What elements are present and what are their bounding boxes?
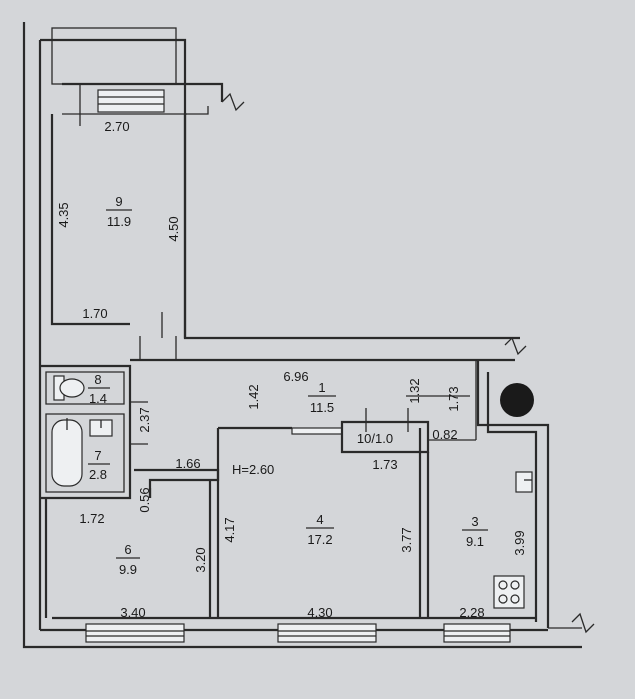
dim-kitchen-right: 3.99 [512, 530, 527, 555]
dim-r4-right: 3.77 [399, 527, 414, 552]
dim-wall-gap: 0.56 [137, 487, 152, 512]
dim-r9-bottom: 1.70 [82, 306, 107, 321]
room-8-number: 8 [94, 372, 101, 387]
room-4-number: 4 [316, 512, 323, 527]
room-1-label: 1 11.5 [308, 380, 336, 415]
dim-kitchen-top: 0.82 [432, 427, 457, 442]
dim-hall-width: 1.42 [246, 384, 261, 409]
dim-hall-right: 1.32 [407, 378, 422, 403]
room-9-label: 9 11.9 [106, 194, 132, 229]
gas-riser-icon [500, 383, 534, 417]
window-room-6 [85, 623, 185, 643]
fixtures [51, 375, 534, 609]
ceiling-height-label: H=2.60 [232, 462, 274, 477]
dim-kitchen-bottom: 2.28 [459, 605, 484, 620]
room-6-label: 6 9.9 [116, 542, 140, 577]
window-room-3 [443, 623, 511, 643]
room-8-label: 8 1.4 [88, 372, 110, 406]
room-7-area: 2.8 [89, 467, 107, 482]
dim-closet-bottom: 1.73 [372, 457, 397, 472]
room-10-label: 10/1.0 [357, 431, 393, 446]
room-6-number: 6 [124, 542, 131, 557]
bathtub-icon [51, 418, 83, 487]
dim-r9-right: 4.50 [166, 216, 181, 241]
dim-hall-far-right: 1.73 [446, 386, 461, 411]
toilet-icon [53, 375, 85, 401]
room-9-number: 9 [115, 194, 122, 209]
dim-hall-length: 6.96 [283, 369, 308, 384]
room-4-label: 4 17.2 [306, 512, 334, 547]
dim-r6-top: 1.72 [79, 511, 104, 526]
dim-r9-left: 4.35 [56, 202, 71, 227]
room-3-area: 9.1 [466, 534, 484, 549]
room-3-label: 3 9.1 [462, 514, 488, 549]
window-room-4 [277, 623, 377, 643]
sink-icon [89, 419, 113, 437]
dim-r9-top: 2.70 [104, 119, 129, 134]
room-1-area: 11.5 [310, 400, 334, 415]
room-6-area: 9.9 [119, 562, 137, 577]
stove-icon [493, 575, 525, 609]
dim-r4-left: 4.17 [222, 517, 237, 542]
room-7-label: 7 2.8 [88, 448, 110, 482]
dim-r4-bottom: 4.30 [307, 605, 332, 620]
dim-r6-right: 3.20 [193, 547, 208, 572]
kitchen-sink-icon [515, 471, 533, 493]
room-9-area: 11.9 [107, 214, 131, 229]
room-labels: 9 11.9 8 1.4 7 2.8 1 11.5 10/1.0 4 17.2 … [88, 194, 488, 577]
windows [85, 623, 511, 643]
dimension-labels: 2.70 4.35 4.50 1.70 6.96 1.42 1.32 1.73 … [56, 119, 527, 620]
dim-bath-height: 2.37 [137, 407, 152, 432]
room-8-area: 1.4 [89, 391, 107, 406]
room-1-number: 1 [318, 380, 325, 395]
room-7-number: 7 [94, 448, 101, 463]
room-4-area: 17.2 [307, 532, 332, 547]
room-3-number: 3 [471, 514, 478, 529]
dim-corridor: 1.66 [175, 456, 200, 471]
dim-r6-bottom: 3.40 [120, 605, 145, 620]
partitions [40, 360, 477, 618]
